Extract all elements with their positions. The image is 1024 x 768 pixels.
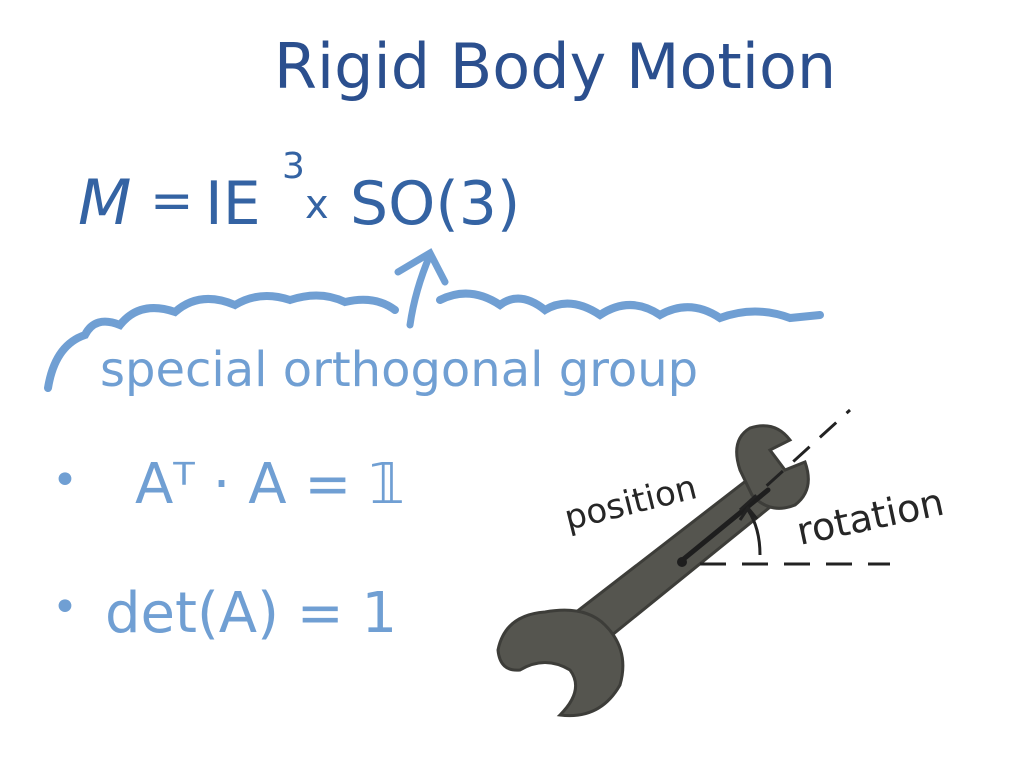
property-orthogonality: Aᵀ · A = 𝟙 (135, 452, 405, 517)
property-list: • Aᵀ · A = 𝟙 • det(A) = 1 (52, 452, 405, 646)
formula-times: x (305, 182, 329, 228)
annotation-text: special orthogonal group (100, 342, 698, 398)
position-vector (677, 487, 771, 567)
formula-equals: = (150, 171, 194, 231)
rotation-angle-arc (746, 509, 762, 556)
position-label: position (561, 467, 701, 538)
formula-exponent: 3 (282, 146, 305, 187)
title: Rigid Body Motion (274, 30, 836, 103)
property-determinant: det(A) = 1 (105, 581, 397, 646)
bullet: • (52, 455, 78, 506)
brace-icon (44, 289, 824, 392)
arrow-up-icon (394, 248, 449, 329)
formula-space: IE (205, 169, 261, 239)
bullet: • (52, 582, 78, 633)
formula-group: SO(3) (350, 169, 520, 239)
formula: M = IE 3 x SO(3) (78, 146, 520, 239)
rotation-label: rotation (793, 480, 948, 554)
arc-arrowhead (738, 505, 759, 521)
wrench-icon (496, 424, 810, 718)
formula-lhs: M (78, 166, 132, 239)
rotation-axis-dashed (738, 408, 852, 512)
